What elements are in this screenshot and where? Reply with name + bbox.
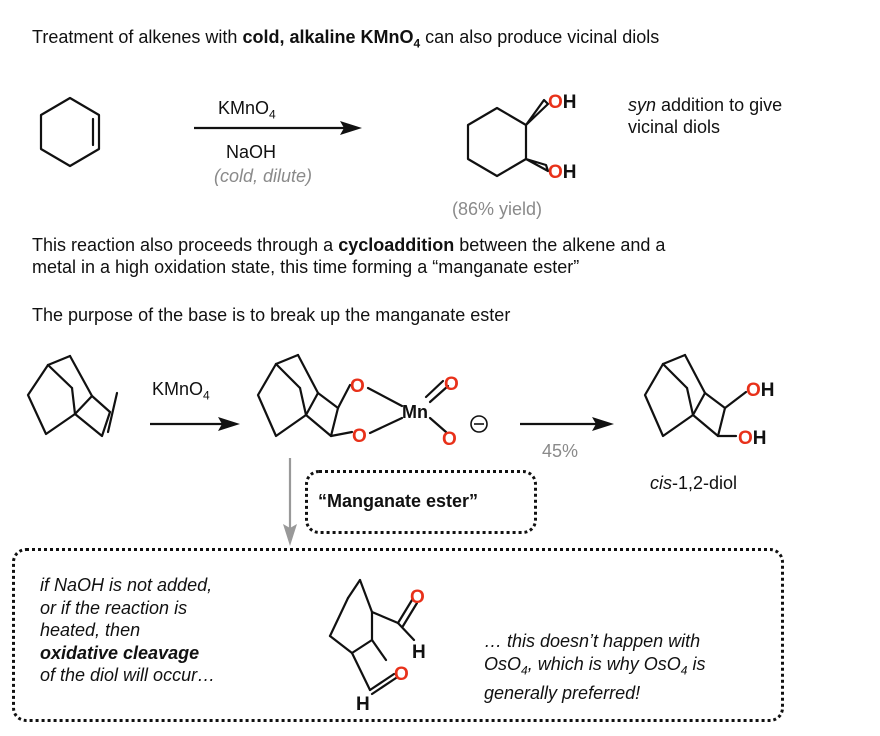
atom-hydrogen: H: [412, 642, 426, 663]
intro-text-1: Treatment of alkenes with: [32, 27, 243, 47]
manganate-ester-label: “Manganate ester”: [318, 491, 479, 511]
norbornene-structure: [26, 354, 119, 438]
cis-diol-structure: [643, 353, 748, 438]
dialdehyde-structure: [328, 578, 419, 696]
yield-label-2: 45%: [542, 441, 579, 461]
atom-oxygen: OH: [548, 162, 577, 183]
atom-oxygen: O: [442, 429, 457, 450]
reaction-arrow-3: [520, 417, 614, 431]
cycloaddition-paragraph: This reaction also proceeds through a cy…: [32, 235, 666, 255]
atom-oxygen: OH: [548, 92, 577, 113]
reaction-arrow-2: [150, 417, 240, 431]
base-purpose-sentence: The purpose of the base is to break up t…: [32, 305, 511, 325]
cis-diol-label: cis-1,2-diol: [650, 473, 738, 493]
manganate-ester-structure: [256, 353, 450, 438]
oxidative-cleavage-box: [12, 548, 784, 722]
syn-addition-note: syn addition to give: [628, 95, 783, 115]
atom-oxygen: O: [352, 426, 367, 447]
reaction-arrow-1: [194, 121, 362, 135]
atom-manganese: Mn: [402, 402, 428, 422]
atom-oxygen: O: [410, 587, 425, 608]
reagent-kmno4: KMnO4: [218, 98, 276, 122]
cis-cyclohexanediol-structure: [466, 98, 550, 178]
intro-bold: cold, alkaline KMnO4: [242, 27, 421, 51]
atom-oxygen: O: [444, 374, 459, 395]
atom-oxygen: OH: [738, 428, 767, 449]
syn-addition-note-line2: vicinal diols: [628, 117, 721, 137]
cleavage-warning-text: if NaOH is not added, or if the reaction…: [40, 575, 216, 685]
down-arrow: [283, 458, 297, 546]
atom-hydrogen: H: [356, 694, 370, 715]
intro-text-2: can also produce vicinal diols: [420, 27, 660, 47]
atom-oxygen: OH: [746, 380, 775, 401]
atom-oxygen: O: [394, 664, 409, 685]
intro-sentence: Treatment of alkenes with cold, alkaline…: [32, 26, 659, 55]
atom-oxygen: O: [350, 376, 365, 397]
reagent-kmno4-2: KMnO4: [152, 379, 210, 403]
cycloaddition-paragraph-line2: metal in a high oxidation state, this ti…: [32, 257, 580, 277]
cyclohexene-structure: [39, 96, 101, 168]
oso4-preferred-text: … this doesn’t happen with OsO4, which i…: [484, 631, 706, 703]
yield-label: (86% yield): [452, 199, 543, 219]
negative-charge-icon: [470, 415, 488, 433]
reagent-naoh: NaOH: [226, 142, 277, 162]
manganate-ester-box: [305, 470, 537, 534]
reaction-conditions: (cold, dilute): [214, 166, 313, 186]
